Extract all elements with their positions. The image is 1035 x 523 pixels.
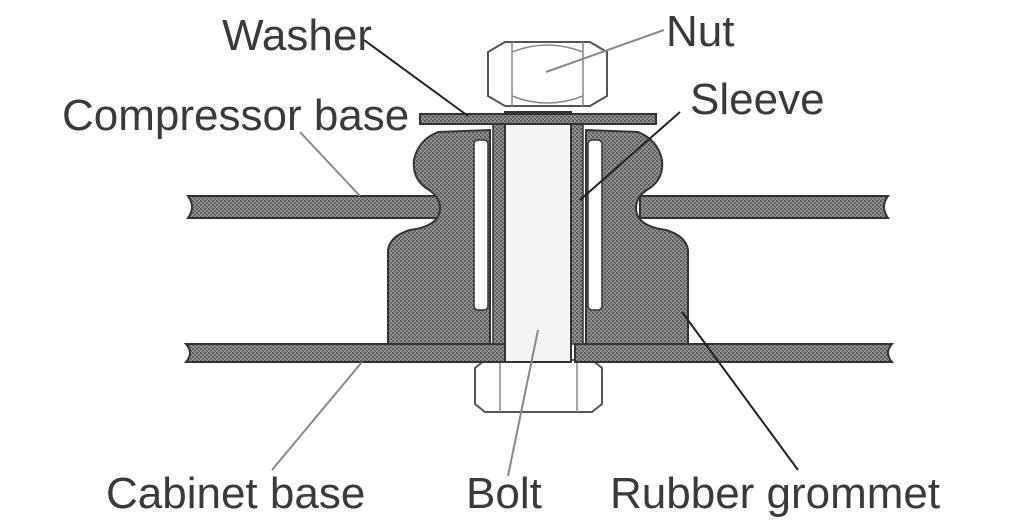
top-nut (487, 41, 608, 107)
bolt-label: Bolt (466, 469, 542, 518)
rubber-grommet-leader (681, 311, 799, 471)
bolt (504, 111, 572, 363)
washer-label: Washer (222, 11, 372, 60)
rubber-grommet (387, 128, 689, 345)
sleeve-leader (579, 111, 681, 201)
compressor-base-plate (186, 195, 890, 219)
rubber-grommet-label: Rubber grommet (610, 469, 940, 518)
nut-label: Nut (666, 7, 734, 56)
cabinet-base-label: Cabinet base (106, 469, 365, 518)
cabinet-base-leader (271, 361, 363, 471)
compressor-base-leader (299, 131, 361, 197)
washer-leader (363, 39, 469, 117)
washer (419, 113, 657, 125)
bolt-leader (507, 329, 539, 477)
compressor-base-label: Compressor base (62, 91, 409, 140)
cabinet-base-plate (183, 343, 895, 363)
sleeve-label: Sleeve (690, 75, 825, 124)
bottom-nut (474, 359, 603, 413)
nut-leader (545, 29, 665, 73)
